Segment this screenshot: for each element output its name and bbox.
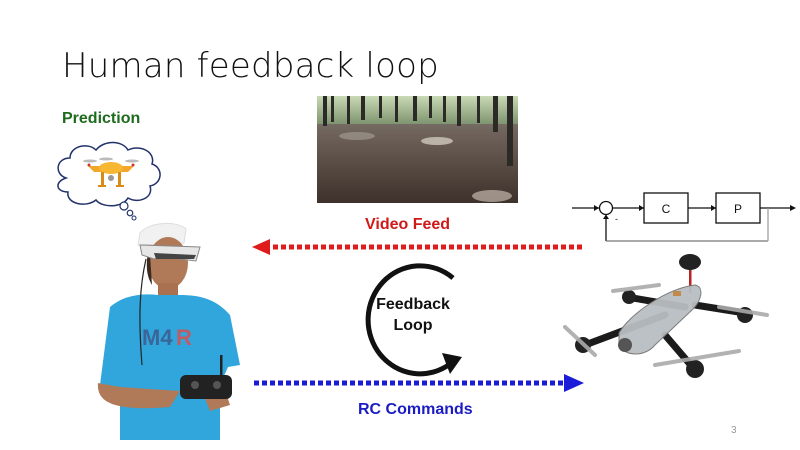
feedback-loop-label-line1: Feedback — [376, 296, 450, 313]
svg-text:M4: M4 — [142, 325, 173, 350]
sum-sign-label: - — [615, 214, 618, 224]
rc-commands-arrow — [254, 374, 584, 392]
feedback-loop-label: Feedback Loop — [368, 294, 458, 336]
page-number: 3 — [731, 425, 737, 436]
controller-block-label: C — [662, 202, 671, 216]
video-feed-image — [317, 96, 518, 203]
rc-commands-label: RC Commands — [358, 401, 473, 418]
racing-drone-image — [563, 254, 769, 378]
drone-illustration-icon — [83, 157, 139, 187]
plant-block-label: P — [734, 202, 742, 216]
svg-text:R: R — [176, 325, 192, 350]
prediction-label: Prediction — [62, 110, 141, 127]
pilot-image: M4 R — [97, 223, 240, 440]
slide-title: Human feedback loop — [62, 46, 439, 86]
thought-bubble-icon — [57, 141, 161, 221]
control-loop-diagram: C P - — [572, 192, 796, 242]
feedback-loop-label-line2: Loop — [393, 317, 433, 334]
feedback-loop-arrow-icon — [365, 263, 462, 377]
video-feed-label: Video Feed — [365, 216, 451, 233]
video-feed-arrow — [252, 239, 582, 255]
